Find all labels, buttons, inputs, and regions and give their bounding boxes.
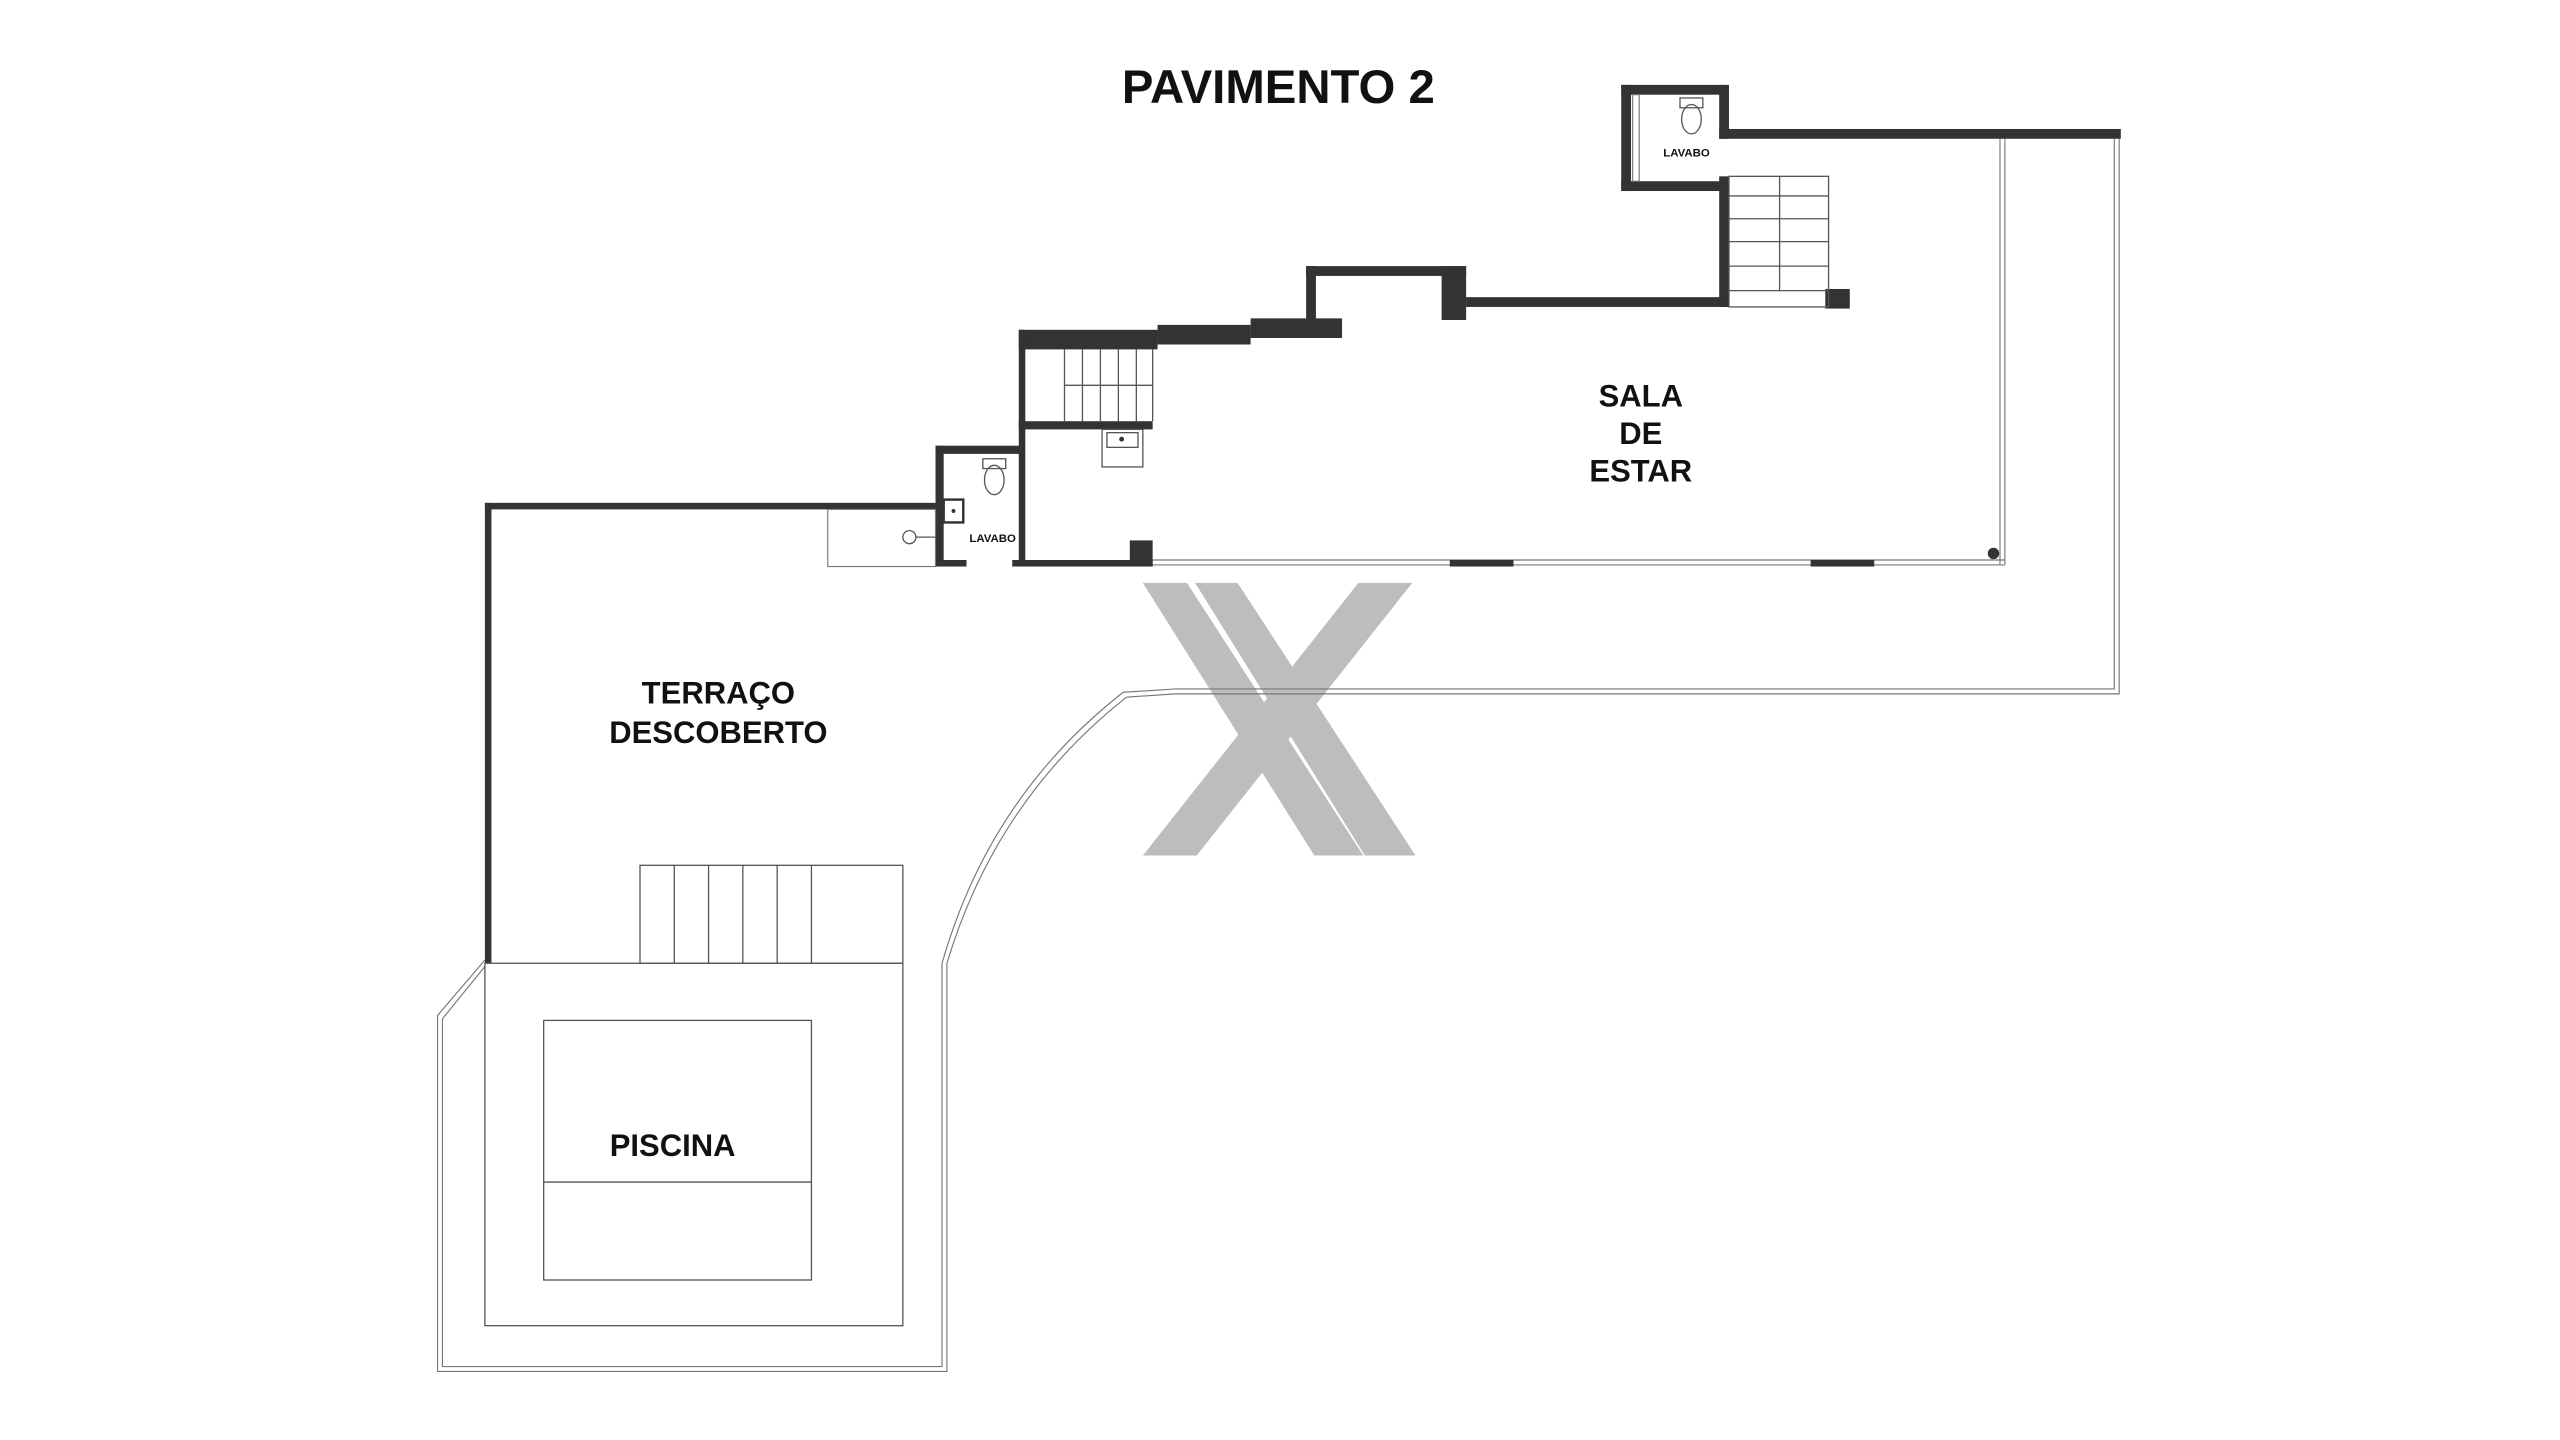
staircase-upper: [1728, 175, 1830, 308]
toilet-icon: [1679, 97, 1704, 135]
room-label-sala-3: ESTAR: [1589, 454, 1692, 489]
terrace-boundary: [436, 138, 2120, 1372]
room-label-sala-2: DE: [1619, 416, 1662, 451]
staircase-lower: [1063, 349, 1154, 422]
room-label-lavabo-upper: LAVABO: [1663, 148, 1710, 160]
room-label-sala-1: SALA: [1599, 379, 1683, 414]
room-label-piscina: PISCINA: [610, 1128, 736, 1163]
watermark-logo: [1142, 582, 1416, 856]
room-label-lavabo-lower: LAVABO: [969, 533, 1016, 545]
washbasin-icon: [942, 498, 965, 524]
room-label-terraco-2: DESCOBERTO: [609, 715, 827, 750]
sink-icon: [1101, 428, 1144, 468]
toilet-icon: [982, 458, 1007, 496]
walls: [484, 84, 2121, 964]
shower-icon: [902, 529, 936, 545]
pool-area: [484, 864, 904, 1327]
room-label-terraco-1: TERRAÇO: [642, 676, 795, 711]
plan-title: PAVIMENTO 2: [1122, 61, 1435, 114]
